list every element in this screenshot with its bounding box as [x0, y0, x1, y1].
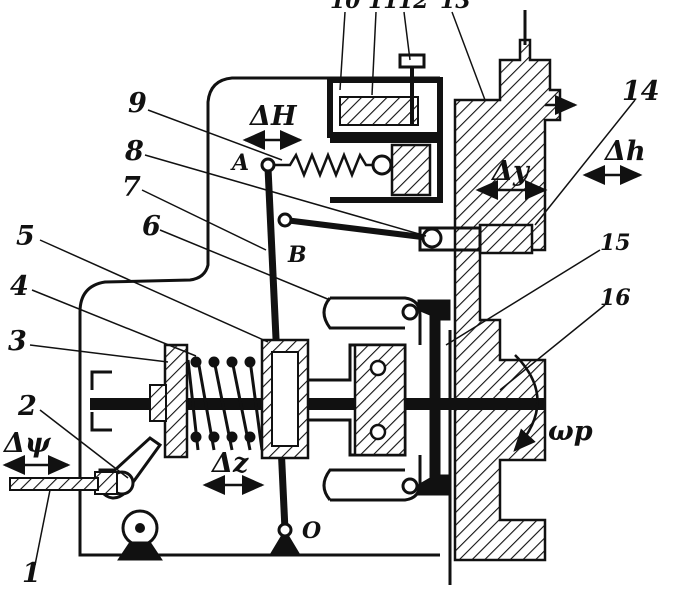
dashpot-cylinder [330, 137, 443, 203]
housing-left-bracket [90, 370, 112, 432]
rotation-arrow [513, 354, 539, 452]
label-delta-psi: Δψ [2, 428, 52, 459]
piston-pin [371, 154, 393, 176]
label-3: 3 [8, 326, 27, 357]
hub-pin-top [369, 359, 387, 377]
flyweight-pivot-bottom [401, 477, 419, 495]
label-16: 16 [600, 285, 631, 311]
label-delta-H: ΔH [248, 101, 298, 132]
label-1: 1 [22, 558, 41, 589]
pivot-B [277, 212, 293, 228]
collar-3-hub [149, 384, 167, 422]
dashpot-piston [390, 143, 432, 197]
pivot-A [260, 157, 276, 173]
spring-4 [186, 356, 264, 451]
label-4: 4 [10, 271, 29, 302]
label-12: 12 [398, 0, 429, 14]
label-15: 15 [600, 230, 631, 256]
dashpot-fluid-11 [339, 96, 419, 126]
label-11: 11 [368, 0, 399, 14]
needle-head-12 [398, 53, 426, 69]
label-5: 5 [16, 221, 35, 252]
base-support [117, 541, 163, 561]
label-14: 14 [622, 76, 660, 107]
label-13: 13 [440, 0, 471, 14]
label-delta-z: Δz [210, 448, 249, 479]
link-8 [284, 217, 431, 241]
control-rod-1 [9, 477, 99, 491]
leader-lines [29, 11, 636, 566]
ground-pivot-O [269, 529, 301, 556]
engine-wall-13 [453, 38, 562, 562]
sleeve-5-inner [271, 351, 299, 447]
link-end-block [418, 226, 482, 252]
label-delta-y: Δy [490, 156, 531, 187]
label-delta-h: Δh [603, 136, 646, 167]
flyweight-6-upper [322, 296, 422, 345]
label-2: 2 [17, 391, 37, 422]
label-point-O: O [302, 518, 321, 544]
collar-3 [163, 343, 189, 459]
label-omega-p: ωp [548, 416, 593, 447]
label-6: 6 [142, 211, 161, 242]
label-point-A: A [230, 150, 249, 176]
hub-pin-bottom [369, 423, 387, 441]
link-end-pin [421, 227, 443, 249]
flyweight-6-lower [322, 455, 422, 502]
flyweight-pivot-top [401, 303, 419, 321]
pivot-O [277, 522, 293, 538]
label-7: 7 [122, 172, 141, 203]
label-10: 10 [330, 0, 361, 14]
label-8: 8 [124, 136, 144, 167]
label-9: 9 [128, 88, 147, 119]
label-point-B: B [287, 242, 307, 268]
slider-block-14 [478, 223, 534, 255]
spring-9 [272, 151, 374, 179]
housing-outline [78, 76, 440, 557]
base-wheel-hub [135, 523, 145, 533]
carrier-plate-15 [417, 299, 451, 496]
